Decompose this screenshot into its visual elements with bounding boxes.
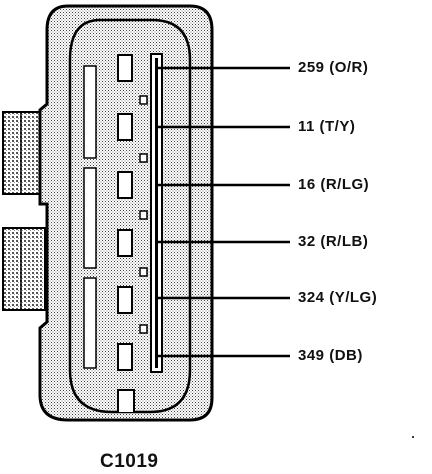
- keyway-notch: [117, 389, 135, 412]
- leader-lines: [158, 66, 290, 358]
- side-latch-lower: [2, 227, 46, 311]
- pin-label-259: 259 (O/R): [298, 59, 369, 76]
- terminal-locks: [139, 95, 148, 334]
- pin-terminal-6: [117, 343, 133, 371]
- pin-terminal-2: [117, 113, 133, 141]
- pin-label-11: 11 (T/Y): [298, 118, 356, 135]
- pin-label-349: 349 (DB): [298, 347, 363, 364]
- pin-terminal-3: [117, 171, 133, 199]
- pin-label-16: 16 (R/LG): [298, 176, 370, 193]
- side-latch-upper: [2, 111, 46, 195]
- pin-terminal-5: [117, 286, 133, 314]
- cavity-guide-rails: [83, 65, 97, 369]
- pin-label-32: 32 (R/LB): [298, 233, 369, 250]
- pin-terminals: [117, 54, 133, 371]
- scan-dot: [412, 436, 414, 438]
- pin-terminal-1: [117, 54, 133, 82]
- pin-label-324: 324 (Y/LG): [298, 289, 378, 306]
- connector-id-label: C1019: [100, 451, 159, 472]
- pin-terminal-4: [117, 229, 133, 257]
